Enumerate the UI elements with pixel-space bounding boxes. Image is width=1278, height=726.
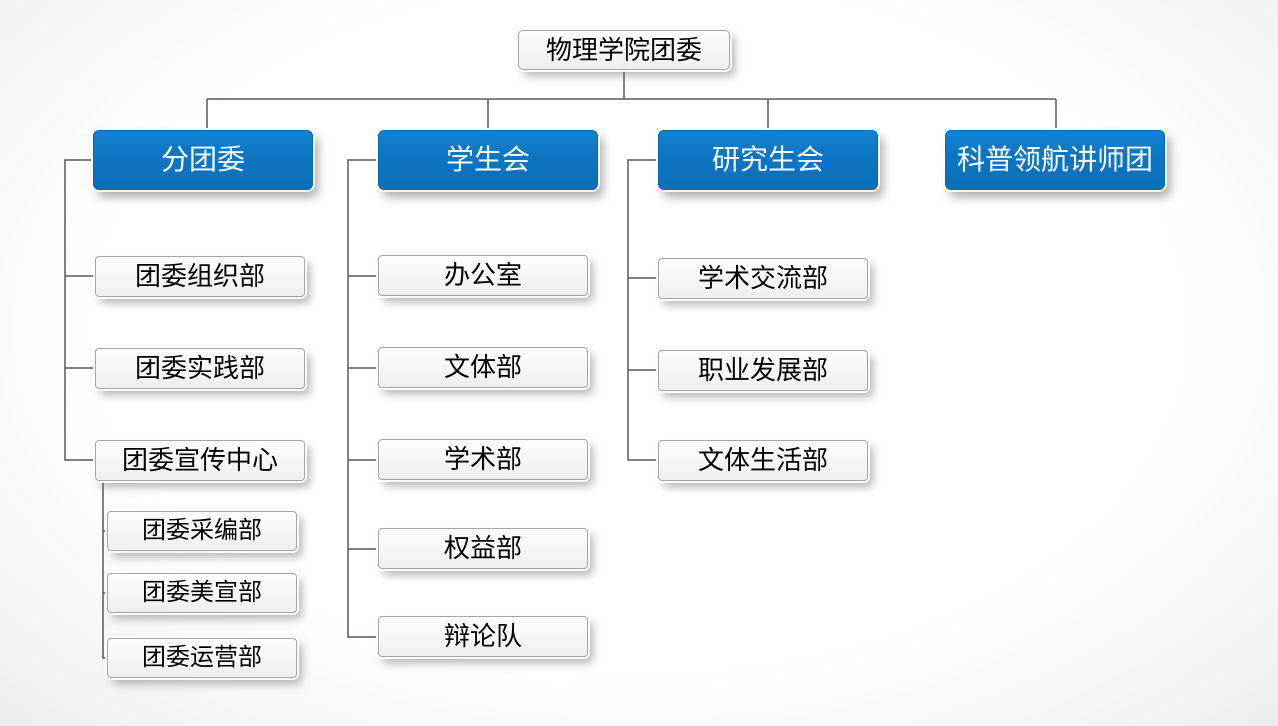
connector-branch-1 xyxy=(64,159,95,461)
node-subchild: 团委美宣部 xyxy=(107,573,297,613)
node-subchild: 团委采编部 xyxy=(107,511,297,551)
node-child-label: 辩论队 xyxy=(443,621,522,652)
node-root-label: 物理学院团委 xyxy=(545,34,702,65)
node-branch-label: 科普领航讲师团 xyxy=(956,143,1153,175)
node-child: 职业发展部 xyxy=(658,350,868,391)
node-branch-label: 分团委 xyxy=(160,143,245,175)
node-child-label: 文体部 xyxy=(443,352,522,383)
connector-branch-3 xyxy=(627,159,658,461)
node-child: 文体生活部 xyxy=(658,440,868,481)
node-branch-student-union: 学生会 xyxy=(378,130,598,190)
node-child: 团委宣传中心 xyxy=(95,440,305,481)
node-child-label: 团委实践部 xyxy=(134,353,265,384)
node-child-label: 团委宣传中心 xyxy=(121,445,278,476)
node-child: 办公室 xyxy=(378,255,588,296)
node-branch-label: 研究生会 xyxy=(711,143,824,175)
node-child-label: 学术部 xyxy=(443,444,522,475)
node-child: 学术部 xyxy=(378,439,588,480)
node-child: 学术交流部 xyxy=(658,258,868,299)
node-child-label: 文体生活部 xyxy=(697,445,828,476)
node-root: 物理学院团委 xyxy=(518,30,730,70)
node-child-label: 职业发展部 xyxy=(697,355,828,386)
node-subchild: 团委运营部 xyxy=(107,638,297,678)
node-branch-graduate-union: 研究生会 xyxy=(658,130,878,190)
node-subchild-label: 团委运营部 xyxy=(142,643,262,671)
node-child: 辩论队 xyxy=(378,616,588,657)
connector-branch-1-sub xyxy=(102,481,107,659)
node-subchild-label: 团委美宣部 xyxy=(142,578,262,606)
node-child: 团委组织部 xyxy=(95,256,305,297)
node-subchild-label: 团委采编部 xyxy=(142,516,262,544)
node-child: 团委实践部 xyxy=(95,348,305,389)
connector-root xyxy=(206,70,1057,130)
node-branch-league-committee: 分团委 xyxy=(93,130,313,190)
node-child-label: 团委组织部 xyxy=(134,261,265,292)
node-child-label: 办公室 xyxy=(443,260,522,291)
node-child-label: 学术交流部 xyxy=(697,263,828,294)
node-child: 文体部 xyxy=(378,347,588,388)
node-child-label: 权益部 xyxy=(443,533,522,564)
node-branch-lecturer-group: 科普领航讲师团 xyxy=(945,130,1165,190)
node-child: 权益部 xyxy=(378,528,588,569)
connector-branch-2 xyxy=(347,159,378,638)
node-branch-label: 学生会 xyxy=(445,143,530,175)
